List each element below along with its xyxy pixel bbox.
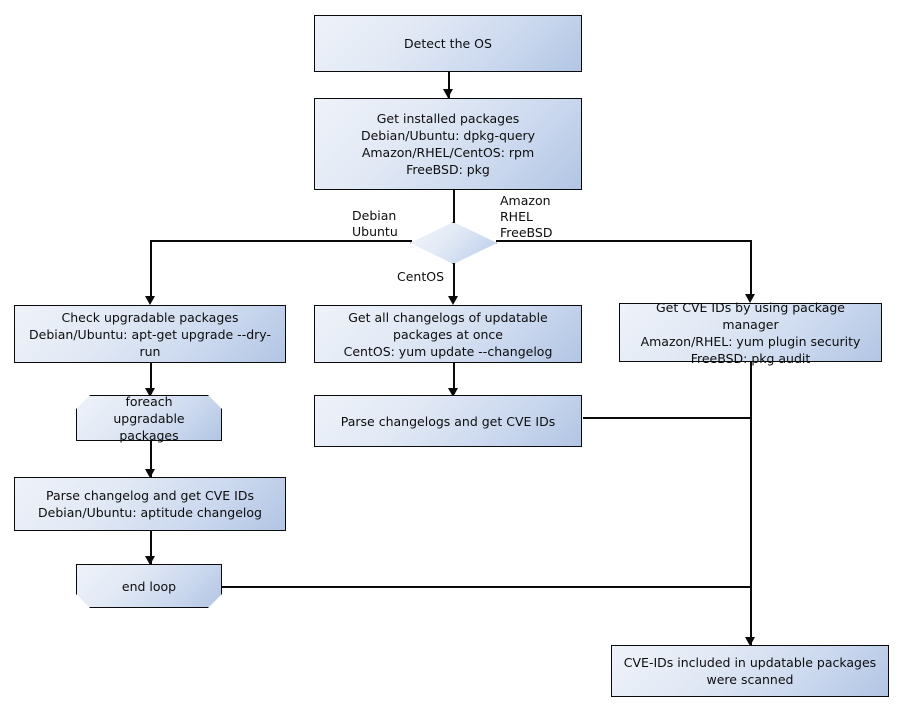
arrowhead-get-cve	[745, 294, 755, 303]
node-parse-changelog-single-label: Parse changelog and get CVE IDs Debian/U…	[38, 488, 262, 520]
connector-decision-to-check-upgradable	[150, 240, 152, 300]
node-get-cve-pkg-manager[interactable]: Get CVE IDs by using package manager Ama…	[619, 300, 882, 366]
arrowhead-foreach	[145, 388, 155, 397]
edge-label-amazon-rhel-freebsd: Amazon RHEL FreeBSD	[500, 193, 553, 240]
connector-packages-to-decision	[453, 190, 455, 224]
connector-detect-to-packages	[448, 72, 450, 98]
arrowhead-parse-single	[145, 469, 155, 478]
edge-label-debian-ubuntu: Debian Ubuntu	[352, 208, 398, 239]
arrowhead-check-upgradable	[145, 296, 155, 305]
connector-decision-right-bus	[496, 240, 752, 242]
connector-check-to-foreach	[150, 363, 152, 394]
connector-decision-to-changelogs	[453, 263, 455, 301]
node-parse-changelogs-multi-label: Parse changelogs and get CVE IDs	[340, 413, 556, 429]
node-parse-changelogs-multi[interactable]: Parse changelogs and get CVE IDs	[314, 395, 582, 447]
node-detect-os-label: Detect the OS	[404, 36, 492, 51]
node-os-decision[interactable]	[410, 222, 497, 264]
node-foreach-loop[interactable]: foreach upgradable packages	[76, 393, 222, 443]
arrowhead-result	[745, 637, 755, 646]
node-result-label: CVE-IDs included in updatable packages w…	[623, 655, 877, 687]
connector-parsemulti-to-rail	[583, 417, 752, 419]
node-detect-os[interactable]: Detect the OS	[314, 15, 582, 72]
node-end-loop-label: end loop	[121, 578, 177, 594]
node-parse-changelog-single[interactable]: Parse changelog and get CVE IDs Debian/U…	[14, 477, 286, 531]
node-end-loop[interactable]: end loop	[76, 564, 222, 608]
node-get-cve-pkg-manager-label: Get CVE IDs by using package manager Ama…	[640, 299, 861, 366]
connector-decision-left-bus	[150, 240, 412, 242]
node-get-installed-packages[interactable]: Get installed packages Debian/Ubuntu: dp…	[314, 98, 582, 190]
edge-label-centos: CentOS	[397, 269, 445, 284]
node-check-upgradable-label: Check upgradable packages Debian/Ubuntu:…	[29, 309, 271, 359]
connector-decision-to-get-cve	[750, 240, 752, 298]
loop-end-shape	[76, 564, 222, 608]
connector-changelogs-to-parsemulti	[453, 363, 455, 394]
node-get-installed-packages-label: Get installed packages Debian/Ubuntu: dp…	[360, 111, 536, 177]
arrowhead-packages	[443, 89, 453, 98]
decision-shape	[410, 222, 497, 264]
connector-foreach-to-parse	[150, 441, 152, 478]
node-result[interactable]: CVE-IDs included in updatable packages w…	[611, 645, 889, 697]
connector-parse-to-endloop	[150, 531, 152, 565]
node-check-upgradable[interactable]: Check upgradable packages Debian/Ubuntu:…	[14, 305, 286, 363]
node-foreach-loop-label: foreach upgradable packages	[113, 393, 185, 443]
node-get-all-changelogs[interactable]: Get all changelogs of updatable packages…	[314, 305, 582, 363]
node-get-all-changelogs-label: Get all changelogs of updatable packages…	[343, 309, 553, 359]
loop-start-shape	[76, 395, 222, 441]
arrowhead-endloop	[145, 556, 155, 565]
connector-endloop-to-rail	[217, 586, 752, 588]
arrowhead-changelogs	[448, 296, 458, 305]
connector-getcve-down-rail	[750, 362, 752, 645]
arrowhead-parse-multi	[448, 388, 458, 397]
